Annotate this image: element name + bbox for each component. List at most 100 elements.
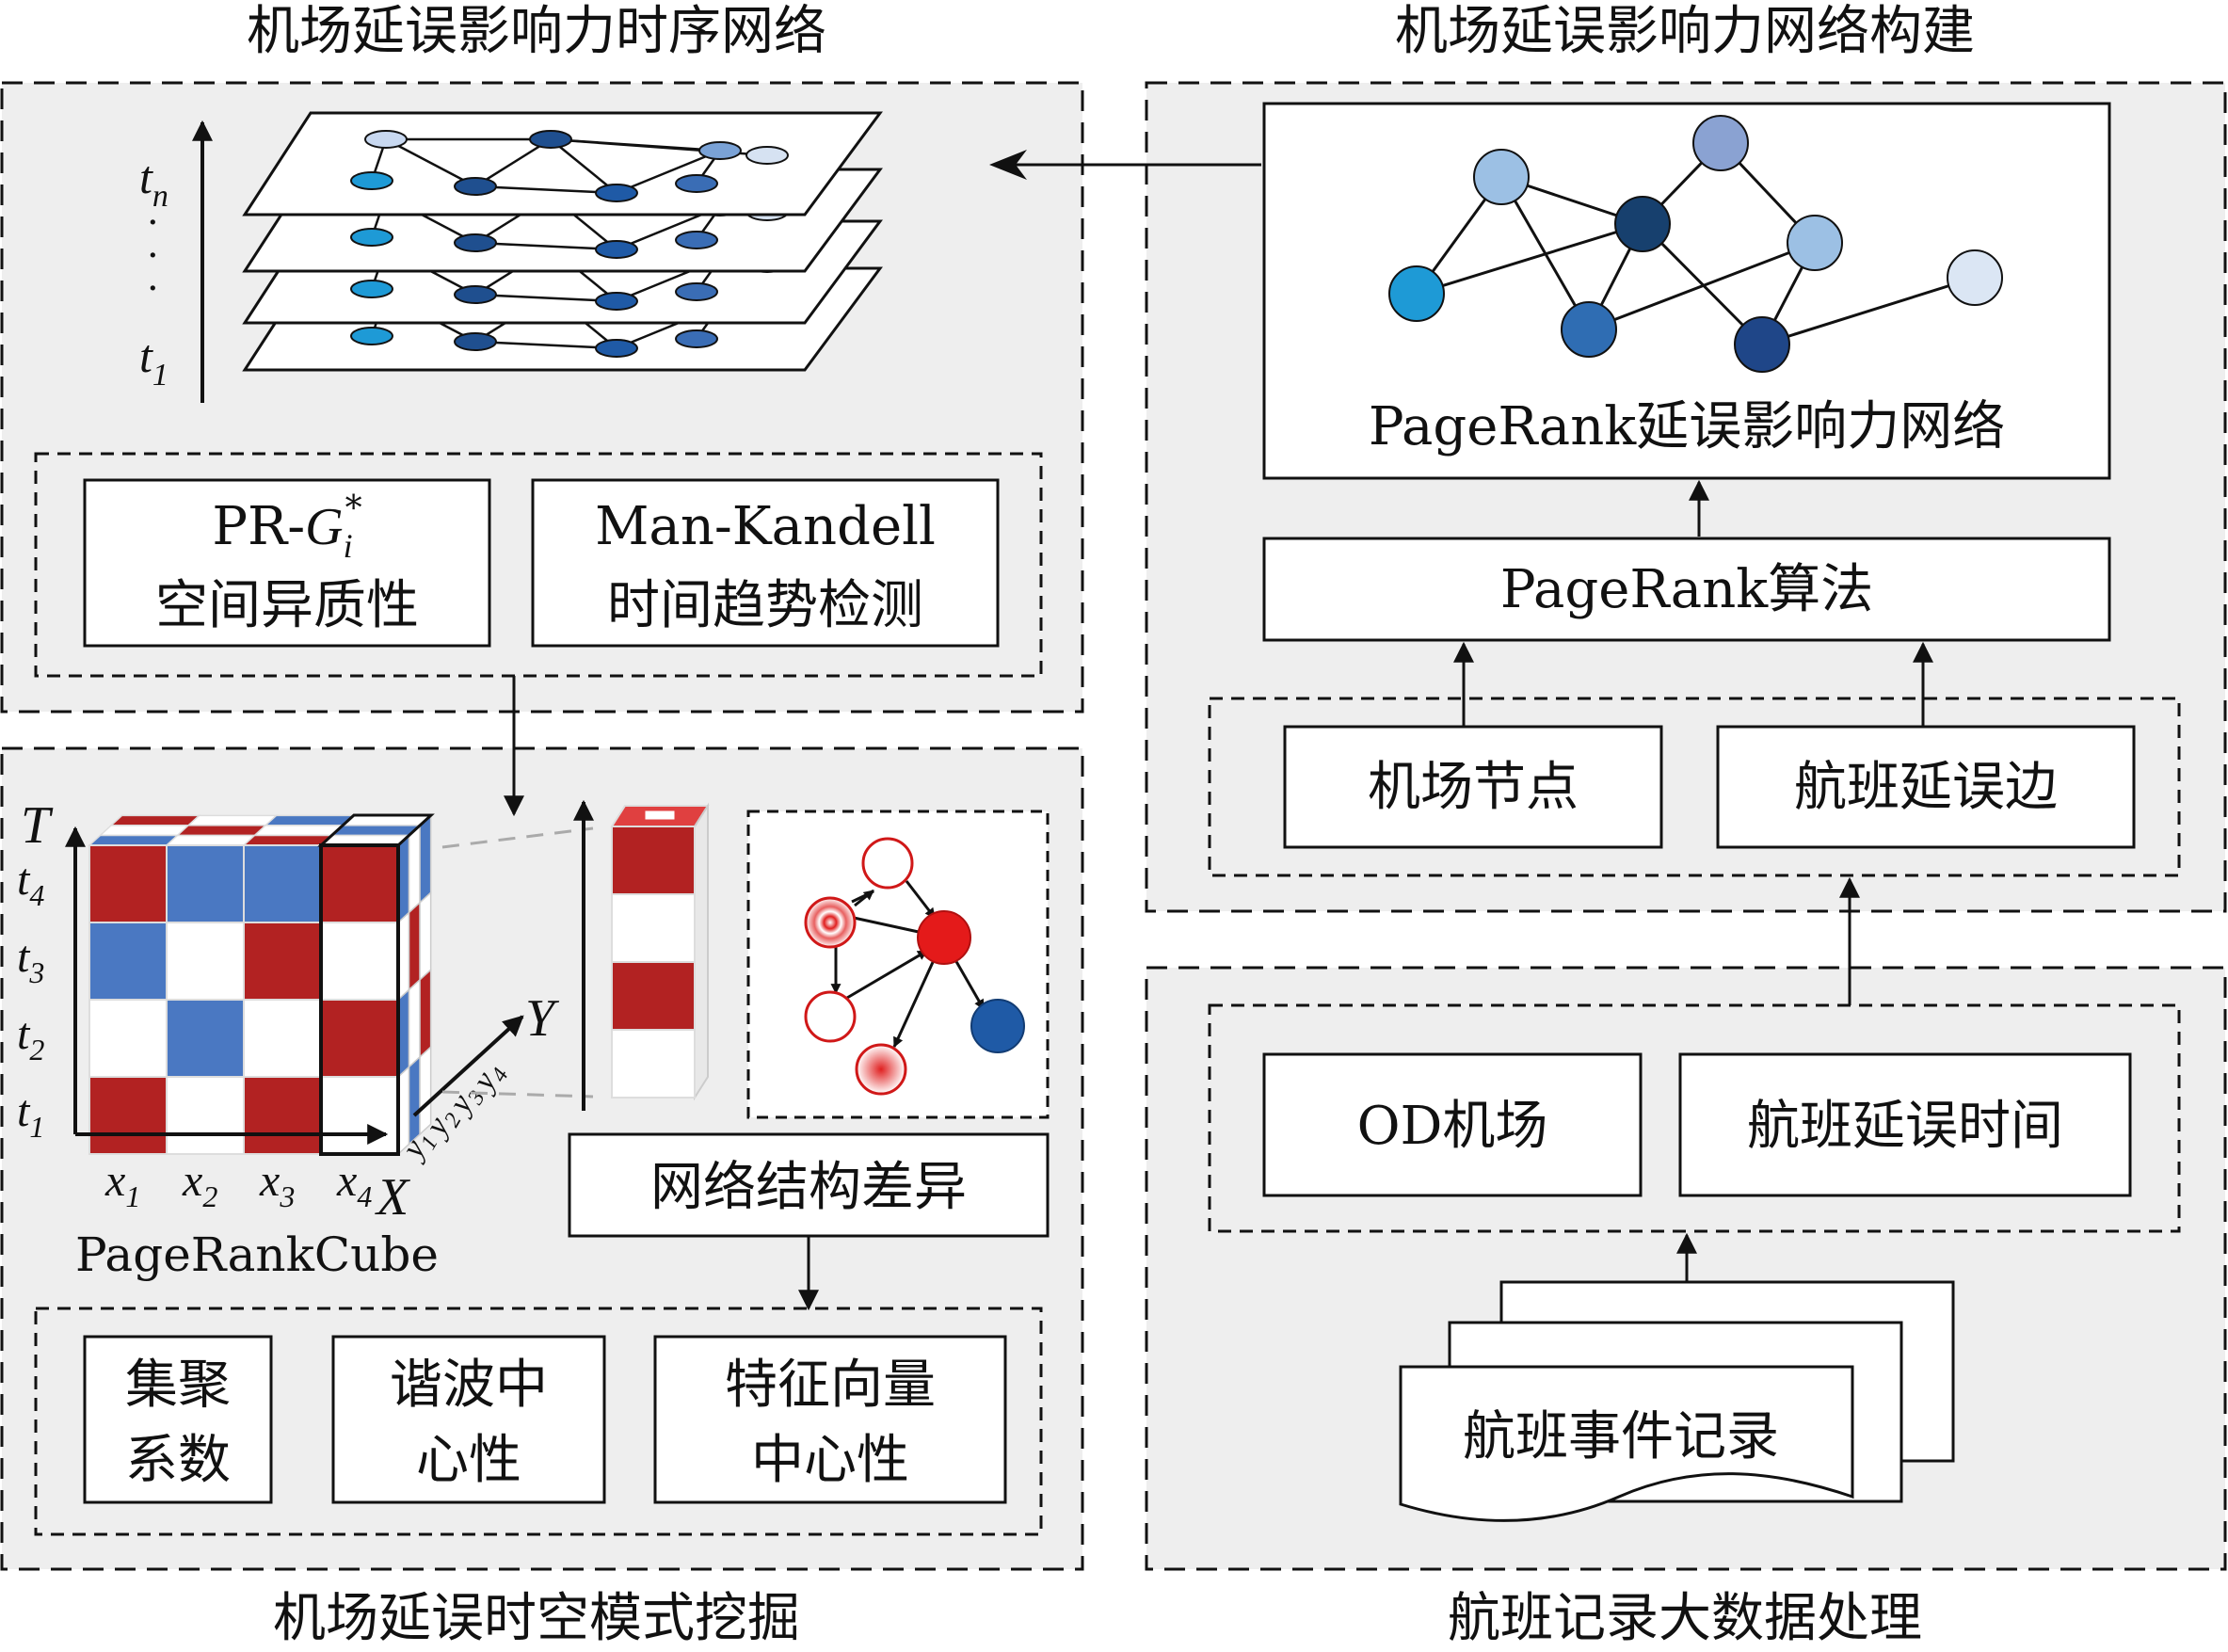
cube-front-cell (243, 844, 322, 923)
layer-node (454, 177, 497, 196)
layer-node (350, 280, 393, 298)
cluster-coef-box (83, 1335, 273, 1504)
pr-node-lightblue-2 (1787, 215, 1843, 271)
cube-front-cell (88, 999, 168, 1078)
cube-front-cell (166, 844, 245, 923)
man-kandell-subtitle: 时间趋势检测 (607, 575, 923, 636)
cube-connector-top (441, 826, 594, 849)
cube-front-cell (88, 1076, 168, 1155)
layer-node (350, 327, 393, 345)
pagerank-algorithm-box (1262, 537, 2111, 642)
pr-node-paleblue (1947, 249, 2003, 306)
event-records-document-stack (1399, 1280, 1955, 1522)
delay-time-label: 航班延误时间 (1747, 1096, 2063, 1157)
column-cell (611, 826, 696, 895)
harmonic-box (331, 1335, 606, 1504)
cube-top-cell (252, 825, 345, 837)
layer-node (529, 130, 572, 149)
eigen-box (653, 1335, 1007, 1504)
layer-node (364, 130, 408, 149)
pagerank-network-label: PageRank延误影响力网络 (1369, 396, 2005, 457)
title-pattern-mining: 机场延误时空模式挖掘 (273, 1588, 800, 1649)
diff-node-bottom-left (804, 990, 857, 1043)
cube-top-cell (264, 814, 356, 826)
axis-X: X (375, 1168, 411, 1227)
event-records-label: 航班事件记录 (1463, 1406, 1779, 1468)
cube-t-tick: t1 (17, 1086, 44, 1144)
pagerank-network (1388, 115, 2003, 373)
column-top-highlight (642, 808, 678, 823)
pr-gi-title: PR-Gi* (212, 489, 361, 565)
od-airports-box (1262, 1052, 1643, 1197)
diff-node-blue (970, 999, 1025, 1053)
man-kandell-box (531, 478, 1000, 648)
delay-edges-box (1716, 725, 2136, 849)
structure-diff-label: 网络结构差异 (650, 1157, 967, 1218)
man-kandell-title: Man-Kandell (595, 496, 936, 557)
cube-x-tick: x1 (104, 1156, 140, 1213)
network-elements-group (1208, 697, 2181, 877)
column-cell (611, 1029, 696, 1099)
diff-node-top (861, 837, 914, 890)
cube-label: PageRankCube (75, 1227, 439, 1282)
delay-edges-label: 航班延误边 (1794, 757, 2058, 818)
cube-side-cell (408, 1055, 421, 1147)
cube-top-cell (242, 834, 334, 846)
time-label-t1: t1 (139, 329, 168, 393)
diff-node-soft (855, 1043, 907, 1096)
cube-front-cell (320, 999, 399, 1078)
cube-top-cell (165, 834, 257, 846)
cube-front-cell (243, 922, 322, 1001)
cube-x-tick: x4 (336, 1156, 372, 1213)
axis-Y: Y (525, 989, 560, 1048)
layer-edge (385, 137, 476, 188)
layer-node (454, 332, 497, 351)
time-dots-3: · (147, 267, 159, 311)
cube-front-cell (320, 1076, 399, 1155)
layer-edge (474, 293, 617, 303)
pr-node-lightblue-1 (1473, 149, 1530, 205)
pr-node-cyan (1388, 265, 1445, 322)
structure-diff-box (568, 1132, 1050, 1238)
title-temporal-network: 机场延误影响力时序网络 (247, 1, 826, 62)
cube-side-cell (419, 890, 432, 982)
title-network-construction: 机场延误影响力网络构建 (1395, 1, 1975, 62)
cube-axes: T X Y (21, 796, 560, 1227)
cube-top-cell (341, 814, 433, 826)
cube-top-cell (88, 834, 180, 846)
diff-node-center (917, 910, 971, 965)
layer-node (595, 339, 638, 358)
time-column (573, 799, 710, 1111)
layer-node (595, 184, 638, 202)
time-label-tn: tn (139, 151, 168, 214)
cube-top-cell (98, 825, 191, 837)
cube-front-cell (88, 922, 168, 1001)
diff-graph (804, 837, 1025, 1096)
layer-node (745, 146, 789, 165)
time-dots-2: · (147, 234, 159, 278)
cube-front-cell (243, 1076, 322, 1155)
cube-t-tick: t2 (17, 1009, 44, 1067)
column-cell (611, 961, 696, 1031)
airport-nodes-box (1283, 725, 1663, 849)
layer-edge (474, 340, 617, 350)
layer-node (675, 174, 718, 193)
cube-top-cell (175, 825, 268, 837)
harmonic-line1: 谐波中 (390, 1355, 548, 1416)
cluster-coef-line2: 系数 (125, 1430, 231, 1491)
cube-front-cell (243, 999, 322, 1078)
pr-node-darkblue (1614, 196, 1671, 252)
layer-node (350, 171, 393, 190)
airport-nodes-label: 机场节点 (1368, 757, 1579, 818)
cube-top-cell (186, 814, 279, 826)
layer-edge (474, 137, 552, 188)
cube-t-tick: t3 (17, 932, 44, 989)
pagerank-algorithm-label: PageRank算法 (1500, 559, 1873, 620)
cube-connector-bottom (441, 1090, 594, 1099)
layer-node (454, 233, 497, 252)
cube-top-cell (109, 814, 201, 826)
network-layer-stack (242, 111, 883, 372)
analysis-group (34, 452, 1043, 678)
network-layer-1 (242, 111, 883, 217)
time-axis: tn · · · t1 (139, 120, 213, 403)
